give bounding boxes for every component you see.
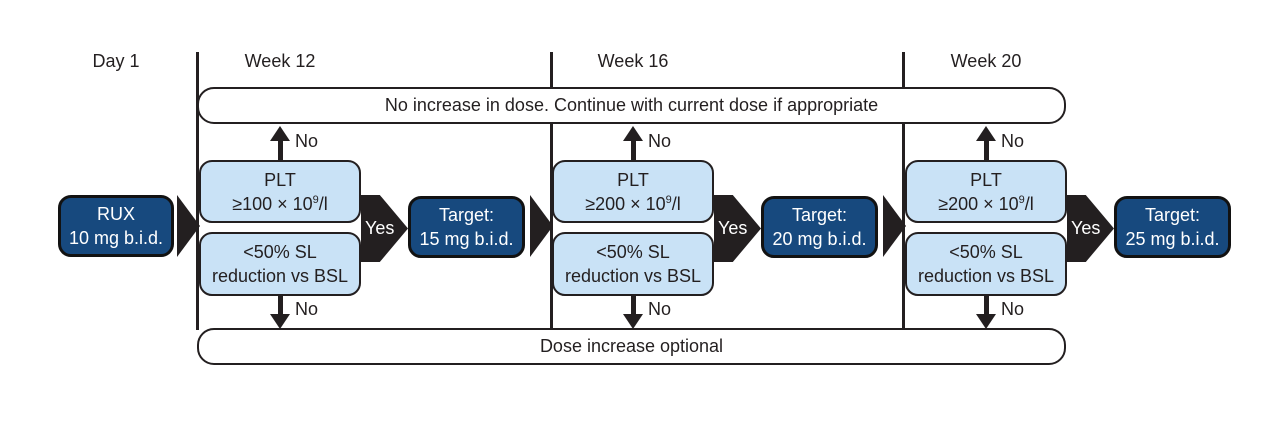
sl-condition-box: <50% SL reduction vs BSL [552,232,714,296]
timeline-label-week20: Week 20 [950,51,1022,71]
timeline-divider-week16 [550,52,553,330]
start-dose-line2: 10 mg b.i.d. [68,228,164,248]
plt-line1: PLT [264,169,296,190]
plt-condition-box: PLT ≥200 × 109/l [552,160,714,223]
arrow-down-no-icon [976,296,996,329]
start-dose-box: RUX 10 mg b.i.d. [58,195,174,257]
timeline-label-week12: Week 12 [244,51,316,71]
timeline-label-week16: Week 16 [597,51,669,71]
plt-value: ≥100 × 109/l [232,193,328,214]
sl-line2: reduction vs BSL [211,266,349,286]
target-line2: 25 mg b.i.d. [1125,229,1220,249]
sl-line2: reduction vs BSL [917,266,1055,286]
target-dose-box: Target: 20 mg b.i.d. [761,196,878,258]
timeline-divider-week12 [196,52,199,330]
dose-increase-optional-text: Dose increase optional [539,336,724,356]
no-up-label: No [1001,131,1025,151]
arrow-up-no-icon [623,126,643,162]
sl-line2: reduction vs BSL [564,266,702,286]
yes-arrow-icon: Yes [361,195,408,262]
no-down-label: No [295,299,319,319]
no-down-label: No [648,299,672,319]
yes-arrow-icon: Yes [714,195,761,262]
arrow-down-no-icon [623,296,643,329]
target-line2: 20 mg b.i.d. [772,229,867,249]
target-line2: 15 mg b.i.d. [419,229,514,249]
column-week12: Week 12 No PLT ≥100 × 109/l <50% SL redu… [199,0,553,421]
plt-line1: PLT [970,169,1002,190]
no-increase-banner: No increase in dose. Continue with curre… [197,87,1066,124]
plt-line1: PLT [617,169,649,190]
no-down-label: No [1001,299,1025,319]
timeline-label-day1: Day 1 [92,51,140,71]
plt-condition-box: PLT ≥100 × 109/l [199,160,361,223]
plt-value: ≥200 × 109/l [938,193,1034,214]
yes-arrow-icon: Yes [1067,195,1114,262]
yes-label: Yes [365,218,395,238]
yes-label: Yes [1071,218,1101,238]
no-increase-banner-text: No increase in dose. Continue with curre… [384,95,879,115]
arrow-up-no-icon [270,126,290,162]
timeline-divider-week20 [902,52,905,330]
plt-value: ≥200 × 109/l [585,193,681,214]
sl-line1: <50% SL [949,242,1023,262]
start-dose-line1: RUX [96,204,135,224]
arrow-up-no-icon [976,126,996,162]
column-week20: Week 20 No PLT ≥200 × 109/l <50% SL redu… [905,0,1231,421]
plt-condition-box: PLT ≥200 × 109/l [905,160,1067,223]
yes-label: Yes [718,218,748,238]
column-week16: Week 16 No PLT ≥200 × 109/l <50% SL redu… [552,0,906,421]
dose-increase-optional-banner: Dose increase optional [197,328,1066,365]
no-up-label: No [295,131,319,151]
sl-condition-box: <50% SL reduction vs BSL [199,232,361,296]
arrow-down-no-icon [270,296,290,329]
sl-condition-box: <50% SL reduction vs BSL [905,232,1067,296]
target-line1: Target: [791,205,848,225]
target-dose-box: Target: 15 mg b.i.d. [408,196,525,258]
no-up-label: No [648,131,672,151]
target-line1: Target: [438,205,495,225]
sl-line1: <50% SL [596,242,670,262]
target-line1: Target: [1144,205,1201,225]
sl-line1: <50% SL [243,242,317,262]
target-dose-box: Target: 25 mg b.i.d. [1114,196,1231,258]
